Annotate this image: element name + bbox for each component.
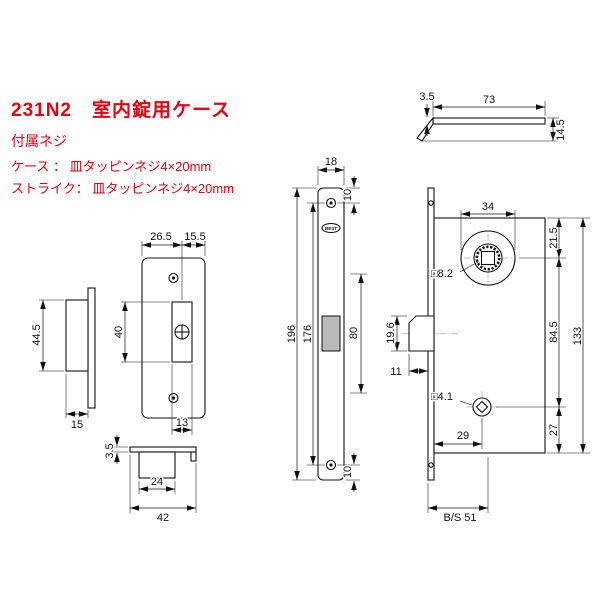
dim-latch-height: 19.6 — [385, 322, 397, 343]
dim-hub-square: □8.2 — [431, 268, 453, 280]
dim-dustbox-overall: 42 — [157, 512, 169, 524]
dim-dustbox-width: 24 — [151, 476, 163, 488]
brand-logo — [321, 222, 341, 234]
turn-square-hole — [475, 400, 489, 414]
strike-side-view: 44.5 15 — [30, 287, 96, 433]
dim-hub-pitch: 84.5 — [548, 321, 560, 342]
dim-strike-box-height: 44.5 — [31, 324, 43, 345]
dim-bottom-to-turn: 27 — [548, 424, 560, 436]
dim-latch-projection: 11 — [390, 366, 401, 378]
hub-square-hole — [480, 250, 496, 266]
dim-hub-boss: 34 — [482, 201, 494, 213]
dim-plate-thickness: 3.5 — [419, 91, 434, 103]
faceplate-view: BEST 18 196 176 10 — [285, 155, 367, 492]
dim-overall-height-top: 14.5 — [555, 119, 567, 140]
hub-boss — [460, 230, 516, 286]
dim-case-height: 133 — [572, 327, 584, 345]
screws-note-heading: 付属ネジ — [11, 133, 67, 149]
dim-case-depth: 73 — [483, 94, 495, 106]
dim-strike-width-right: 15.5 — [184, 231, 205, 243]
dim-opening-width: 13 — [176, 417, 188, 429]
dim-turn-offset: 29 — [457, 430, 469, 442]
dim-top-to-hub: 21.5 — [548, 227, 560, 248]
dim-strike-box-depth: 15 — [71, 419, 83, 431]
dim-dustbox-thickness: 3.5 — [104, 443, 116, 458]
top-view: 73 3.5 14.5 — [416, 90, 569, 142]
lock-case-view: 34 21.5 84.5 27 133 □8.2 □4.1 19.6 — [384, 187, 590, 526]
strike-front-view: 26.5 15.5 40 13 — [112, 230, 207, 435]
case-screw-note: ケース ： 皿タッピンネジ4×20mm — [11, 159, 212, 174]
dim-hole-pitch: 176 — [302, 325, 314, 343]
page-title: 231N2 室内錠用ケース — [11, 100, 232, 121]
dim-turn-square: □4.1 — [431, 391, 453, 403]
dust-box-view: 3.5 24 42 — [103, 435, 197, 526]
dim-opening-height: 40 — [113, 326, 125, 338]
dim-faceplate-length: 196 — [286, 325, 298, 343]
latch-opening — [321, 315, 341, 352]
dim-faceplate-width: 18 — [325, 156, 337, 168]
dim-strike-width-left: 26.5 — [150, 231, 171, 243]
strike-opening — [171, 301, 193, 363]
dim-backset: B/S 51 — [443, 512, 476, 524]
dim-latch-span: 80 — [348, 327, 360, 339]
dim-top-hole-offset: 10 — [342, 189, 354, 201]
dim-bottom-hole-offset: 10 — [342, 466, 354, 478]
brand-logo-text: BEST — [325, 226, 337, 231]
latch-bolt — [408, 315, 435, 352]
strike-screw-note: ストライク： 皿タッピンネジ4×20mm — [11, 181, 235, 196]
